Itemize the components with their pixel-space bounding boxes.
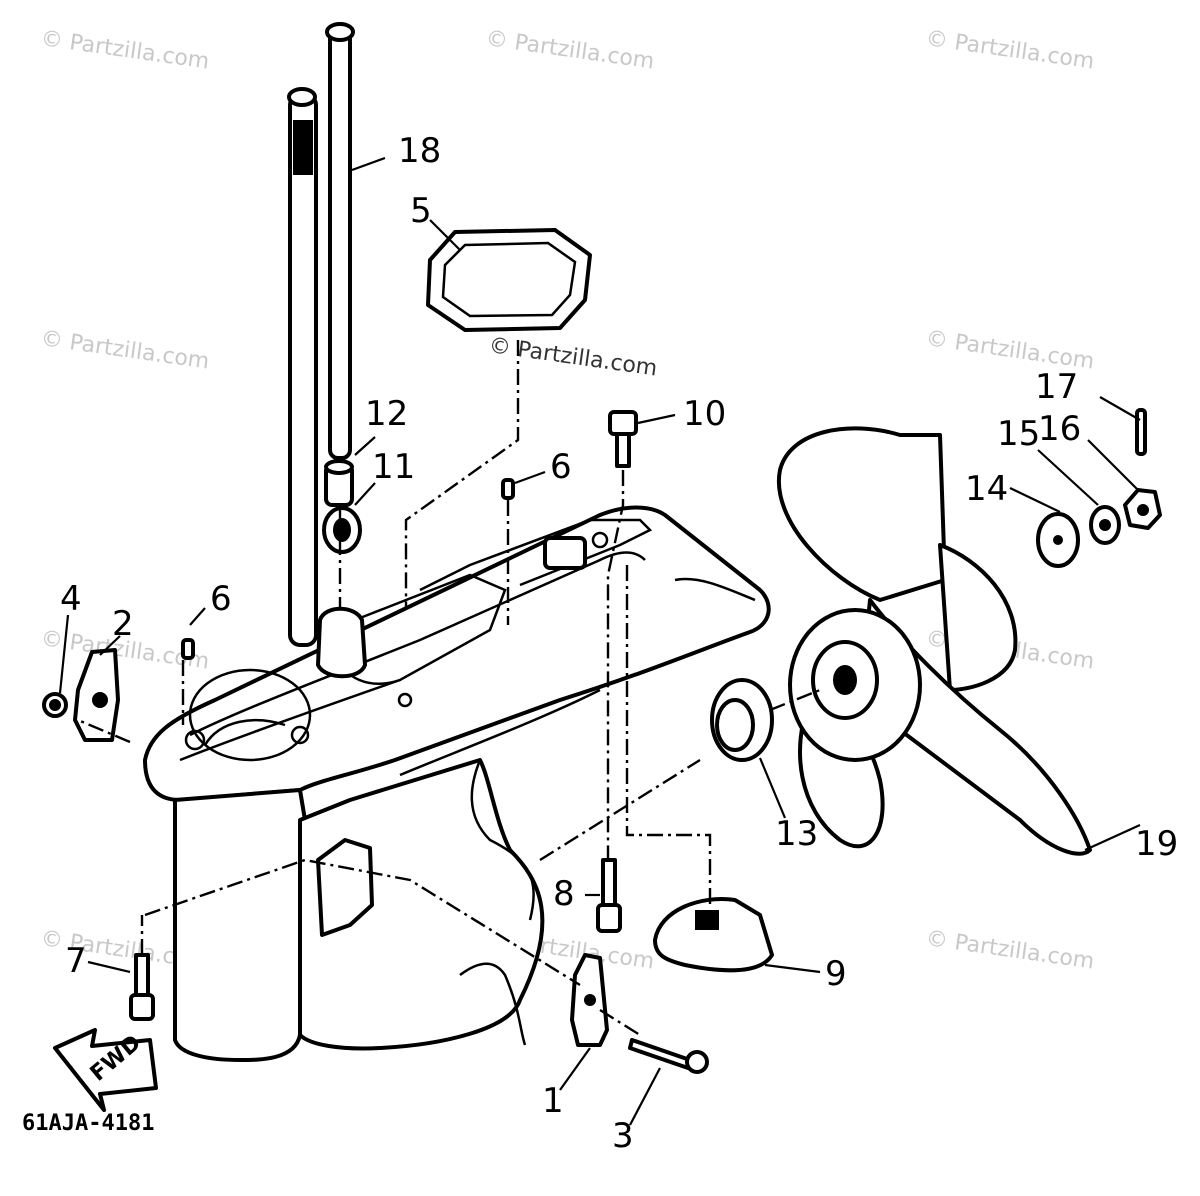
callout-3: 3 bbox=[612, 1116, 634, 1156]
trim-tab-anode bbox=[73, 648, 120, 742]
callout-6-right: 6 bbox=[550, 447, 572, 487]
drawing-code: 61AJA-4181 bbox=[22, 1111, 154, 1136]
pin-6-right bbox=[501, 478, 515, 500]
callout-17: 16 bbox=[1038, 409, 1081, 449]
lower-casing bbox=[143, 505, 771, 1062]
callout-13: 12 bbox=[365, 394, 408, 434]
bolt-8 bbox=[596, 858, 622, 933]
callout-4: 4 bbox=[60, 579, 82, 619]
callout-16: 15 bbox=[997, 414, 1040, 454]
watermark: © Partzilla.com bbox=[39, 326, 211, 374]
callout-2: 2 bbox=[112, 604, 134, 644]
shift-rod bbox=[325, 22, 355, 460]
callout-5: 5 bbox=[410, 191, 432, 231]
drive-shaft bbox=[287, 87, 318, 647]
gasket bbox=[426, 228, 592, 332]
callout-19: 19 bbox=[1135, 824, 1178, 864]
watermark: © Partzilla.com bbox=[484, 26, 656, 74]
nut bbox=[42, 692, 68, 718]
fwd-arrow: FWD bbox=[53, 1028, 158, 1112]
washer-16 bbox=[1089, 505, 1121, 545]
callout-18: 17 bbox=[1035, 367, 1078, 407]
bolt-7 bbox=[129, 953, 155, 1021]
cotter-pin bbox=[1135, 408, 1147, 456]
assembly-lines bbox=[77, 340, 821, 1037]
watermark: © Partzilla.com bbox=[924, 26, 1096, 74]
callout-9: 9 bbox=[825, 954, 847, 994]
cover bbox=[653, 897, 774, 973]
pin-6-left bbox=[181, 638, 195, 660]
propeller bbox=[776, 426, 1092, 856]
callout-10: 10 bbox=[683, 394, 726, 434]
callout-11: 11 bbox=[372, 447, 415, 487]
bolt-3 bbox=[628, 1038, 709, 1074]
oil-seal bbox=[322, 506, 362, 554]
trim-tab bbox=[316, 838, 374, 937]
propeller-nut bbox=[1123, 488, 1162, 530]
watermark-center: © Partzilla.com bbox=[487, 333, 659, 381]
anode bbox=[570, 953, 609, 1047]
callout-12: 18 bbox=[398, 131, 441, 171]
watermark: © Partzilla.com bbox=[924, 926, 1096, 974]
callout-1: 1 bbox=[542, 1081, 564, 1121]
thrust-washer bbox=[710, 678, 774, 762]
callout-6-left: 6 bbox=[210, 579, 232, 619]
callout-7: 7 bbox=[65, 941, 87, 981]
callouts: 18 5 12 11 6 6 10 4 2 8 9 7 1 3 13 14 15… bbox=[60, 131, 1178, 1156]
callout-14: 13 bbox=[775, 814, 818, 854]
bolt-10 bbox=[608, 410, 638, 468]
washer-15 bbox=[1036, 512, 1080, 568]
leader-lines bbox=[58, 156, 1141, 1126]
callout-15: 14 bbox=[965, 469, 1008, 509]
watermark: © Partzilla.com bbox=[39, 26, 211, 74]
shift-rod-bushing bbox=[324, 459, 354, 507]
water-pump-base bbox=[316, 606, 367, 679]
callout-8: 8 bbox=[553, 874, 575, 914]
